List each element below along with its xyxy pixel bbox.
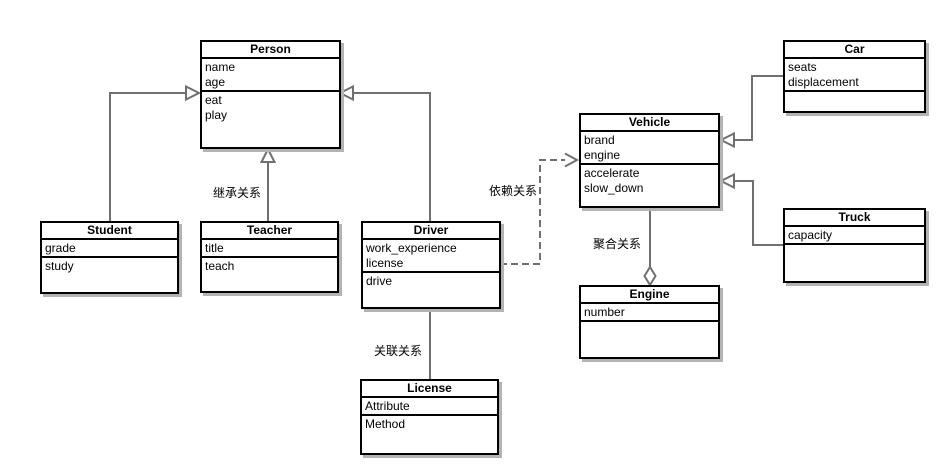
class-license-methods: Method — [362, 416, 497, 453]
class-vehicle-attributes: brand engine — [581, 132, 718, 165]
attribute: name — [205, 60, 236, 74]
class-person-title: Person — [202, 42, 339, 59]
class-car-title: Car — [785, 42, 924, 59]
method: drive — [366, 274, 393, 288]
attribute: age — [205, 75, 226, 89]
class-vehicle[interactable]: Vehicle brand engine accelerate slow_dow… — [579, 113, 720, 208]
attribute: displacement — [788, 75, 859, 89]
class-truck-title: Truck — [785, 210, 924, 227]
class-car-attributes: seats displacement — [785, 59, 924, 92]
edge-car-vehicle-inheritance — [718, 75, 783, 149]
class-driver-methods: drive — [363, 273, 499, 307]
attribute: grade — [45, 241, 76, 255]
class-truck-attributes: capacity — [785, 227, 924, 245]
attribute: license — [366, 256, 404, 270]
method: slow_down — [584, 181, 644, 195]
class-student[interactable]: Student grade study — [40, 221, 179, 294]
edge-teacher-person-inheritance — [259, 146, 277, 221]
method: study — [45, 259, 74, 273]
attribute: number — [584, 305, 625, 319]
attribute: engine — [584, 148, 621, 162]
class-vehicle-title: Vehicle — [581, 115, 718, 132]
class-truck-methods — [785, 245, 924, 281]
attribute: title — [205, 241, 224, 255]
edge-truck-vehicle-inheritance — [718, 172, 783, 246]
method: accelerate — [584, 166, 640, 180]
attribute: Attribute — [365, 399, 410, 413]
class-license[interactable]: License Attribute Method — [360, 379, 499, 455]
class-driver-attributes: work_experience license — [363, 240, 499, 273]
class-person-methods: eat play — [202, 92, 339, 147]
class-engine-methods — [581, 322, 718, 357]
edge-label-dependency: 依赖关系 — [489, 184, 538, 198]
attribute: brand — [584, 133, 615, 147]
method: Method — [365, 417, 406, 431]
edge-label-association: 关联关系 — [374, 344, 423, 358]
class-student-methods: study — [42, 258, 177, 292]
attribute: work_experience — [366, 241, 457, 255]
class-driver-title: Driver — [363, 223, 499, 240]
class-teacher-title: Teacher — [202, 223, 337, 240]
edge-label-aggregation: 聚合关系 — [593, 237, 642, 251]
method: eat — [205, 93, 222, 107]
class-teacher-attributes: title — [202, 240, 337, 258]
class-engine-title: Engine — [581, 287, 718, 304]
class-student-title: Student — [42, 223, 177, 240]
edge-label-inheritance: 继承关系 — [213, 186, 262, 200]
class-engine[interactable]: Engine number — [579, 285, 720, 359]
edge-driver-vehicle-dependency — [500, 152, 580, 265]
class-teacher-methods: teach — [202, 258, 337, 291]
class-vehicle-methods: accelerate slow_down — [581, 165, 718, 206]
method: teach — [205, 259, 235, 273]
edge-driver-person-inheritance — [337, 84, 431, 221]
class-car-methods — [785, 92, 924, 111]
class-car[interactable]: Car seats displacement — [783, 40, 926, 113]
class-truck[interactable]: Truck capacity — [783, 208, 926, 283]
class-teacher[interactable]: Teacher title teach — [200, 221, 339, 293]
class-license-title: License — [362, 381, 497, 398]
class-driver[interactable]: Driver work_experience license drive — [361, 221, 501, 309]
class-person-attributes: name age — [202, 59, 339, 92]
class-student-attributes: grade — [42, 240, 177, 258]
edge-vehicle-engine-aggregation — [643, 208, 657, 287]
class-license-attributes: Attribute — [362, 398, 497, 416]
attribute: capacity — [788, 228, 833, 242]
attribute: seats — [788, 60, 817, 74]
edge-student-person-inheritance — [109, 84, 202, 221]
class-engine-attributes: number — [581, 304, 718, 322]
method: play — [205, 108, 228, 122]
class-person[interactable]: Person name age eat play — [200, 40, 341, 149]
